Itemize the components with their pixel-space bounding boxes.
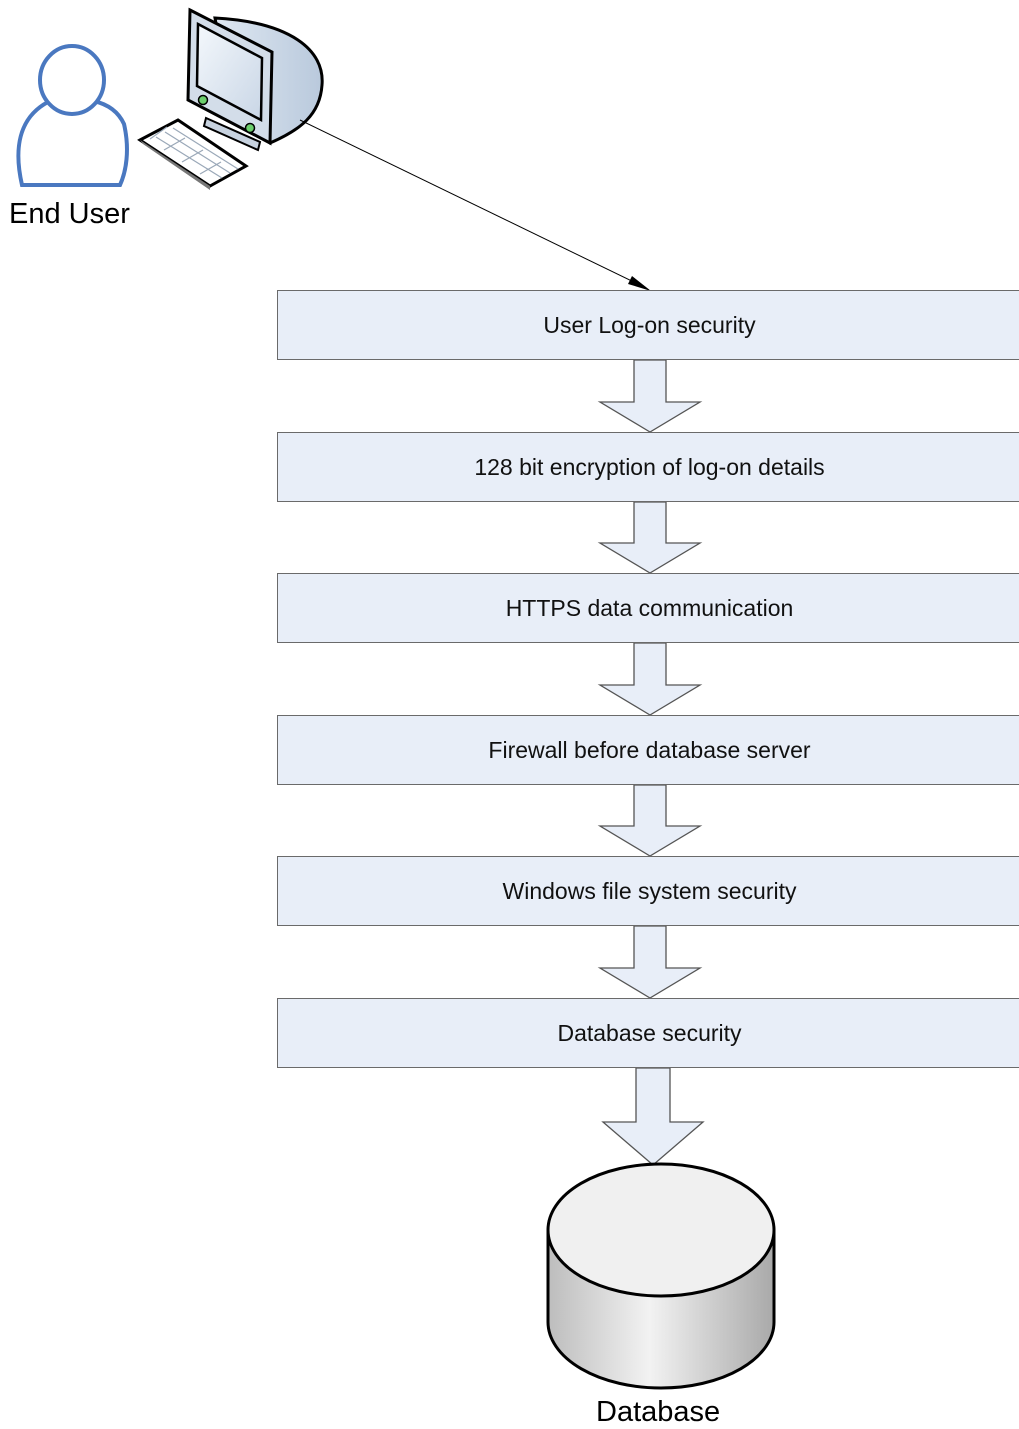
layer-box-https: HTTPS data communication	[277, 573, 1019, 643]
layer-label: HTTPS data communication	[505, 594, 794, 621]
layer-label: Windows file system security	[502, 877, 797, 904]
database-label: Database	[596, 1396, 721, 1428]
flow-arrow	[597, 925, 703, 999]
layer-label: User Log-on security	[543, 311, 756, 338]
database-icon	[546, 1162, 776, 1390]
layer-label: Database security	[557, 1019, 742, 1046]
computer-icon	[137, 7, 324, 190]
user-icon	[16, 44, 129, 187]
layer-box-logon: User Log-on security	[277, 290, 1019, 360]
layer-box-firewall: Firewall before database server	[277, 715, 1019, 785]
layer-label: 128 bit encryption of log-on details	[474, 453, 825, 480]
layer-box-database-security: Database security	[277, 998, 1019, 1068]
flow-arrow	[597, 501, 703, 574]
flow-arrow-to-database	[601, 1067, 705, 1166]
flow-arrow	[597, 642, 703, 716]
layer-box-encryption: 128 bit encryption of log-on details	[277, 432, 1019, 502]
layer-box-filesystem: Windows file system security	[277, 856, 1019, 926]
flow-arrow	[597, 784, 703, 857]
flow-arrow	[597, 359, 703, 433]
layer-label: Firewall before database server	[488, 736, 811, 763]
connector-arrow	[299, 119, 651, 291]
end-user-label: End User	[9, 198, 130, 230]
